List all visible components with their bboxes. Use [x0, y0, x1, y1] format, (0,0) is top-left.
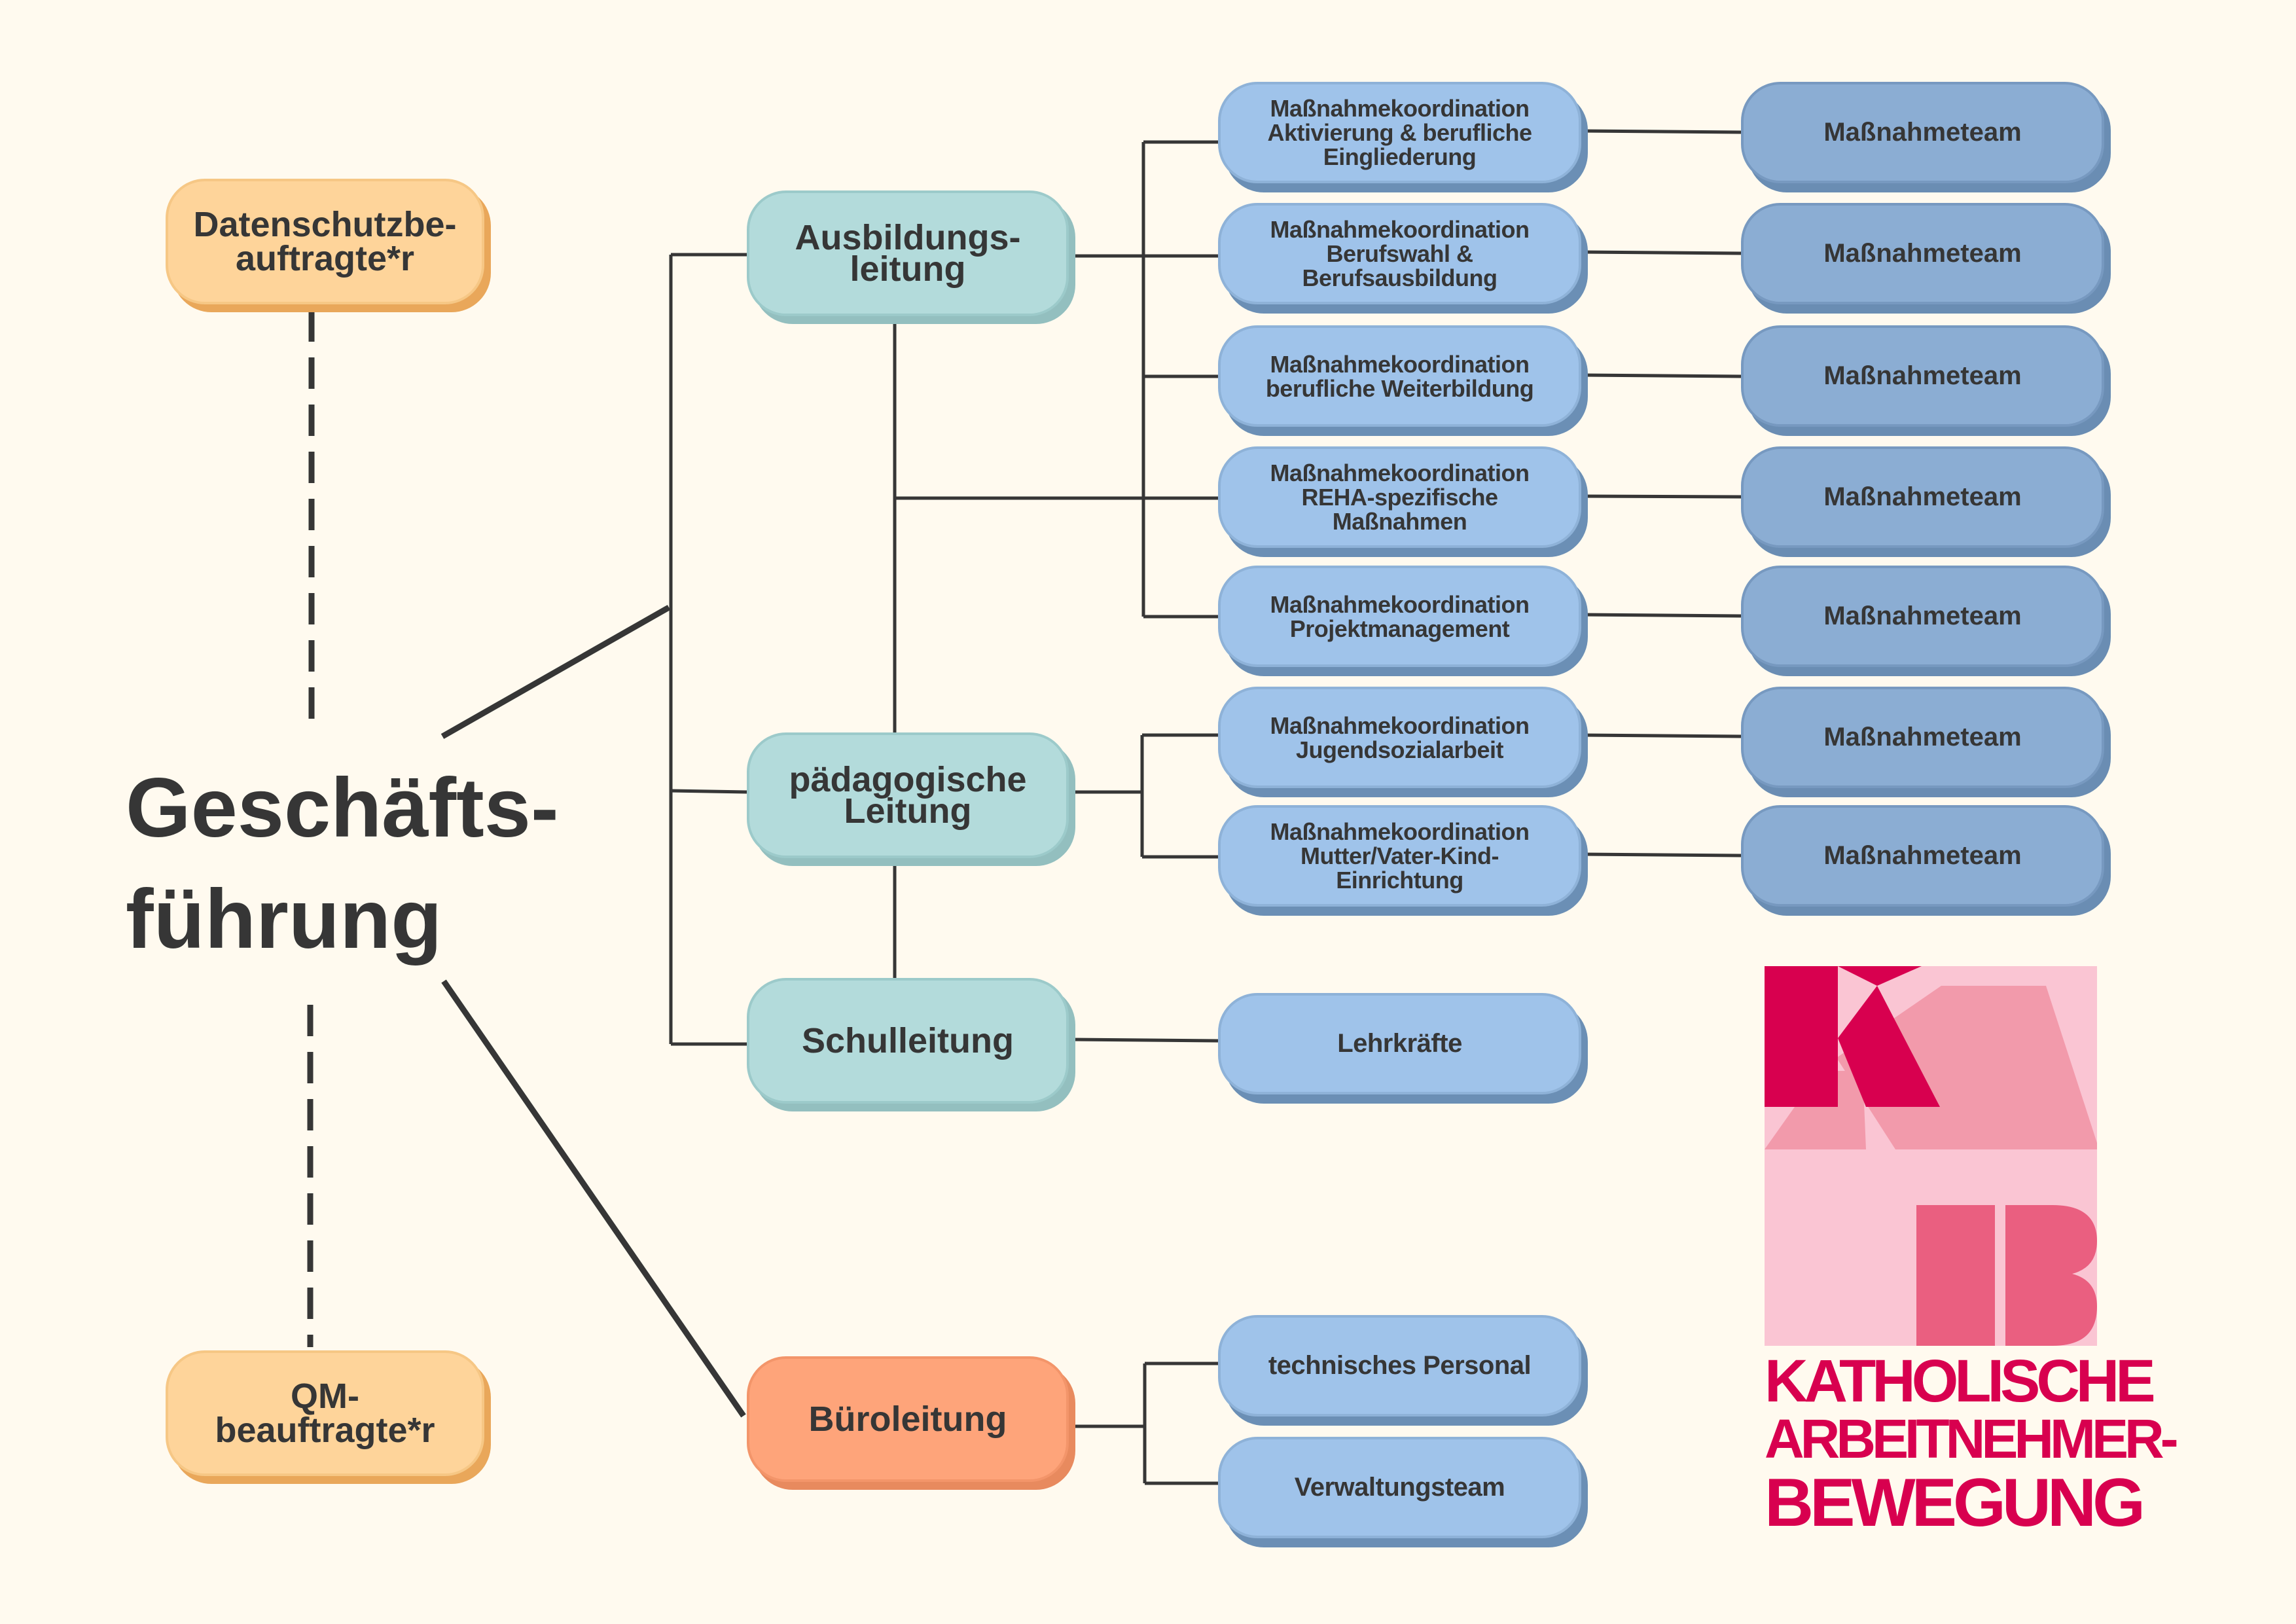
technisches-personal-box: technisches Personal — [1218, 1315, 1581, 1416]
team-label: Maßnahmeteam — [1823, 602, 2022, 630]
team-label: Maßnahmeteam — [1823, 841, 2022, 870]
team-box: Maßnahmeteam — [1741, 687, 2104, 788]
datenschutz-box: Datenschutzbe- auftragte*r — [166, 179, 484, 304]
coordination-box: Maßnahmekoordination Aktivierung & beruf… — [1218, 82, 1581, 183]
technisches-personal-label: technisches Personal — [1268, 1351, 1532, 1380]
team-label: Maßnahmeteam — [1823, 482, 2022, 511]
coordination-box: Maßnahmekoordination Berufswahl & Berufs… — [1218, 203, 1581, 304]
coordination-box: Maßnahmekoordination Projektmanagement — [1218, 566, 1581, 667]
line-gf-to-leitungen — [440, 605, 671, 739]
team-label: Maßnahmeteam — [1823, 361, 2022, 390]
verwaltungsteam-label: Verwaltungsteam — [1294, 1473, 1505, 1502]
kab-logo-mark — [1765, 966, 2097, 1346]
qm-label: QM- beauftragte*r — [215, 1377, 435, 1450]
coordination-box: Maßnahmekoordination berufliche Weiterbi… — [1218, 325, 1581, 427]
datenschutz-label: Datenschutzbe- auftragte*r — [193, 205, 457, 278]
bueroleitung-box: Büroleitung — [747, 1356, 1069, 1482]
coordination-box: Maßnahmekoordination REHA-spezifische Ma… — [1218, 446, 1581, 548]
team-box: Maßnahmeteam — [1741, 82, 2104, 183]
team-box: Maßnahmeteam — [1741, 805, 2104, 907]
coordination-label: Maßnahmekoordination Projektmanagement — [1270, 590, 1530, 642]
team-box: Maßnahmeteam — [1741, 325, 2104, 427]
schulleitung-label: Schulleitung — [802, 1021, 1014, 1060]
coordination-label: Maßnahmekoordination Jugendsozialarbeit — [1270, 712, 1530, 763]
paedagogische-leitung-box: pädagogische Leitung — [747, 732, 1069, 858]
ausbildungsleitung-label: Ausbildungs- leitung — [795, 218, 1021, 289]
lehrkraefte-box: Lehrkräfte — [1218, 993, 1581, 1094]
coordination-label: Maßnahmekoordination berufliche Weiterbi… — [1265, 350, 1534, 402]
bueroleitung-label: Büroleitung — [808, 1399, 1007, 1439]
geschaeftsfuehrung-title: Geschäfts- führung — [126, 761, 559, 966]
ausbildungsleitung-box: Ausbildungs- leitung — [747, 190, 1069, 316]
team-label: Maßnahmeteam — [1823, 118, 2022, 147]
team-label: Maßnahmeteam — [1823, 723, 2022, 751]
team-label: Maßnahmeteam — [1823, 239, 2022, 268]
kab-logo: KATHOLISCHE ARBEITNEHMER- BEWEGUNG — [1765, 966, 2179, 1542]
coordination-box: Maßnahmekoordination Jugendsozialarbeit — [1218, 687, 1581, 788]
logo-text-line2: ARBEITNEHMER- — [1765, 1408, 2179, 1470]
lehrkraefte-label: Lehrkräfte — [1337, 1029, 1462, 1058]
coordination-label: Maßnahmekoordination Berufswahl & Berufs… — [1270, 216, 1530, 291]
team-box: Maßnahmeteam — [1741, 446, 2104, 548]
logo-text-line3: BEWEGUNG — [1765, 1465, 2145, 1541]
logo-text-line1: KATHOLISCHE — [1765, 1348, 2156, 1415]
qm-box: QM- beauftragte*r — [166, 1350, 484, 1476]
coordination-label: Maßnahmekoordination Mutter/Vater-Kind- … — [1270, 818, 1530, 893]
schulleitung-box: Schulleitung — [747, 978, 1069, 1104]
paedagogische-leitung-label: pädagogische Leitung — [789, 760, 1027, 831]
line-gf-to-buero — [441, 979, 746, 1418]
verwaltungsteam-box: Verwaltungsteam — [1218, 1437, 1581, 1538]
team-box: Maßnahmeteam — [1741, 203, 2104, 304]
coordination-box: Maßnahmekoordination Mutter/Vater-Kind- … — [1218, 805, 1581, 907]
coordination-label: Maßnahmekoordination Aktivierung & beruf… — [1267, 95, 1532, 170]
team-box: Maßnahmeteam — [1741, 566, 2104, 667]
coordination-label: Maßnahmekoordination REHA-spezifische Ma… — [1270, 460, 1530, 535]
